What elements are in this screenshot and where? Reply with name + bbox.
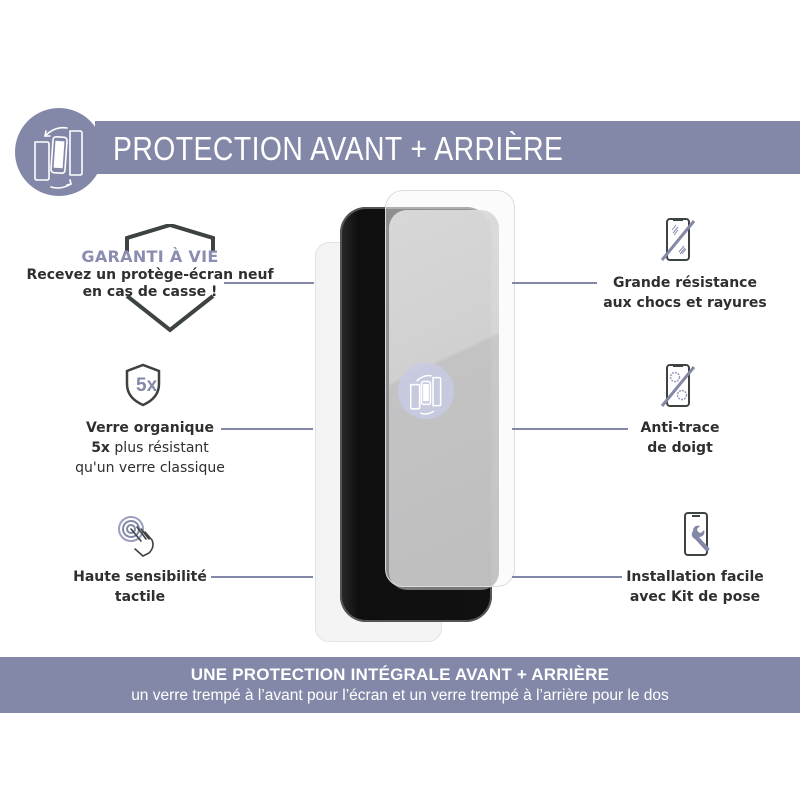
header-icon-badge bbox=[15, 108, 103, 196]
touch-hand-icon bbox=[118, 516, 154, 557]
feature-resistance: Grande résistance aux chocs et rayures bbox=[585, 273, 785, 313]
connector-line-right-2 bbox=[512, 428, 628, 430]
garanti-line2: en cas de casse ! bbox=[82, 284, 218, 300]
page-title: PROTECTION AVANT + ARRIÈRE bbox=[113, 130, 564, 167]
garanti-title: GARANTI À VIE bbox=[81, 247, 219, 266]
footer-title: UNE PROTECTION INTÉGRALE AVANT + ARRIÈRE bbox=[190, 665, 610, 684]
connector-line-right-1 bbox=[512, 282, 597, 284]
connector-line-left-3 bbox=[211, 576, 313, 578]
front-back-phone-rotate-icon bbox=[409, 374, 442, 415]
header-band bbox=[95, 121, 800, 174]
front-back-phone-rotate-icon bbox=[34, 126, 83, 189]
installation-line2: avec Kit de pose bbox=[629, 589, 761, 605]
footer-subtitle: un verre trempé à l’avant pour l’écran e… bbox=[131, 687, 669, 704]
screen-logo-badge bbox=[398, 363, 454, 419]
phone-fingerprint-icon bbox=[660, 364, 696, 407]
connector-line-left-1 bbox=[224, 282, 314, 284]
feature-sensibilite: Haute sensibilité tactile bbox=[50, 567, 230, 607]
footer-band: UNE PROTECTION INTÉGRALE AVANT + ARRIÈRE… bbox=[0, 657, 800, 713]
resistance-line2: aux chocs et rayures bbox=[603, 295, 767, 311]
resistance-line1: Grande résistance bbox=[613, 275, 757, 291]
shield-5x-icon: 5x bbox=[125, 363, 161, 407]
shield-5x-text: 5x bbox=[136, 375, 158, 396]
garanti-line1: Recevez un protège-écran neuf bbox=[26, 267, 274, 283]
anti-trace-line1: Anti-trace bbox=[640, 420, 720, 436]
phone-wrench-icon bbox=[684, 512, 710, 556]
verre-5x: 5x bbox=[91, 440, 110, 456]
sensibilite-line2: tactile bbox=[114, 589, 166, 605]
connector-line-right-3 bbox=[512, 576, 622, 578]
verre-title: Verre organique bbox=[86, 420, 214, 436]
installation-line1: Installation facile bbox=[626, 569, 764, 585]
feature-installation: Installation facile avec Kit de pose bbox=[610, 567, 780, 607]
sensibilite-line1: Haute sensibilité bbox=[73, 569, 207, 585]
anti-trace-line2: de doigt bbox=[647, 440, 713, 456]
phone-scratch-icon bbox=[660, 218, 696, 261]
connector-line-left-2 bbox=[221, 428, 313, 430]
feature-garanti: GARANTI À VIE Recevez un protège-écran n… bbox=[20, 247, 280, 301]
shield-outline-icon bbox=[125, 224, 215, 333]
verre-line2: plus résistant bbox=[109, 440, 209, 456]
feature-anti-trace: Anti-trace de doigt bbox=[600, 418, 760, 458]
feature-verre-organique: Verre organique 5x plus résistant qu'un … bbox=[60, 418, 240, 478]
verre-line3: qu'un verre classique bbox=[75, 460, 225, 476]
